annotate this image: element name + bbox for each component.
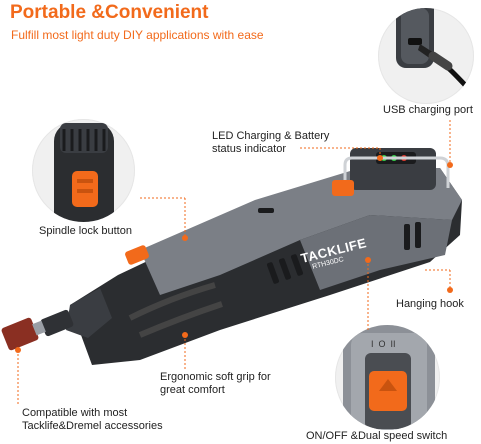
switch-marks: I O II	[371, 339, 396, 349]
spindle-lock-label: Spindle lock button	[39, 225, 132, 237]
usb-port-closeup	[378, 8, 474, 104]
grip-label: Ergonomic soft grip for great comfort	[160, 371, 271, 397]
led-indicator-label-line1: LED Charging & Battery	[212, 130, 330, 142]
compatibility-label-line1: Compatible with most	[22, 407, 128, 419]
page-title: Portable &Convenient	[10, 2, 209, 23]
grip-label-line2: great comfort	[160, 384, 225, 396]
led-indicator-label: LED Charging & Battery status indicator	[212, 130, 329, 156]
hanging-hook-label: Hanging hook	[396, 298, 464, 310]
switch-closeup: I O II	[335, 325, 440, 430]
spindle-lock-closeup	[32, 119, 135, 222]
page-subtitle: Fulfill most light duty DIY applications…	[11, 28, 264, 42]
usb-port-label: USB charging port	[383, 104, 473, 116]
led-indicator-label-line2: status indicator	[212, 143, 286, 155]
switch-label: ON/OFF &Dual speed switch	[306, 430, 448, 442]
compatibility-label-line2: Tacklife&Dremel accessories	[22, 420, 163, 432]
grip-label-line1: Ergonomic soft grip for	[160, 371, 271, 383]
compatibility-label: Compatible with most Tacklife&Dremel acc…	[22, 407, 163, 433]
